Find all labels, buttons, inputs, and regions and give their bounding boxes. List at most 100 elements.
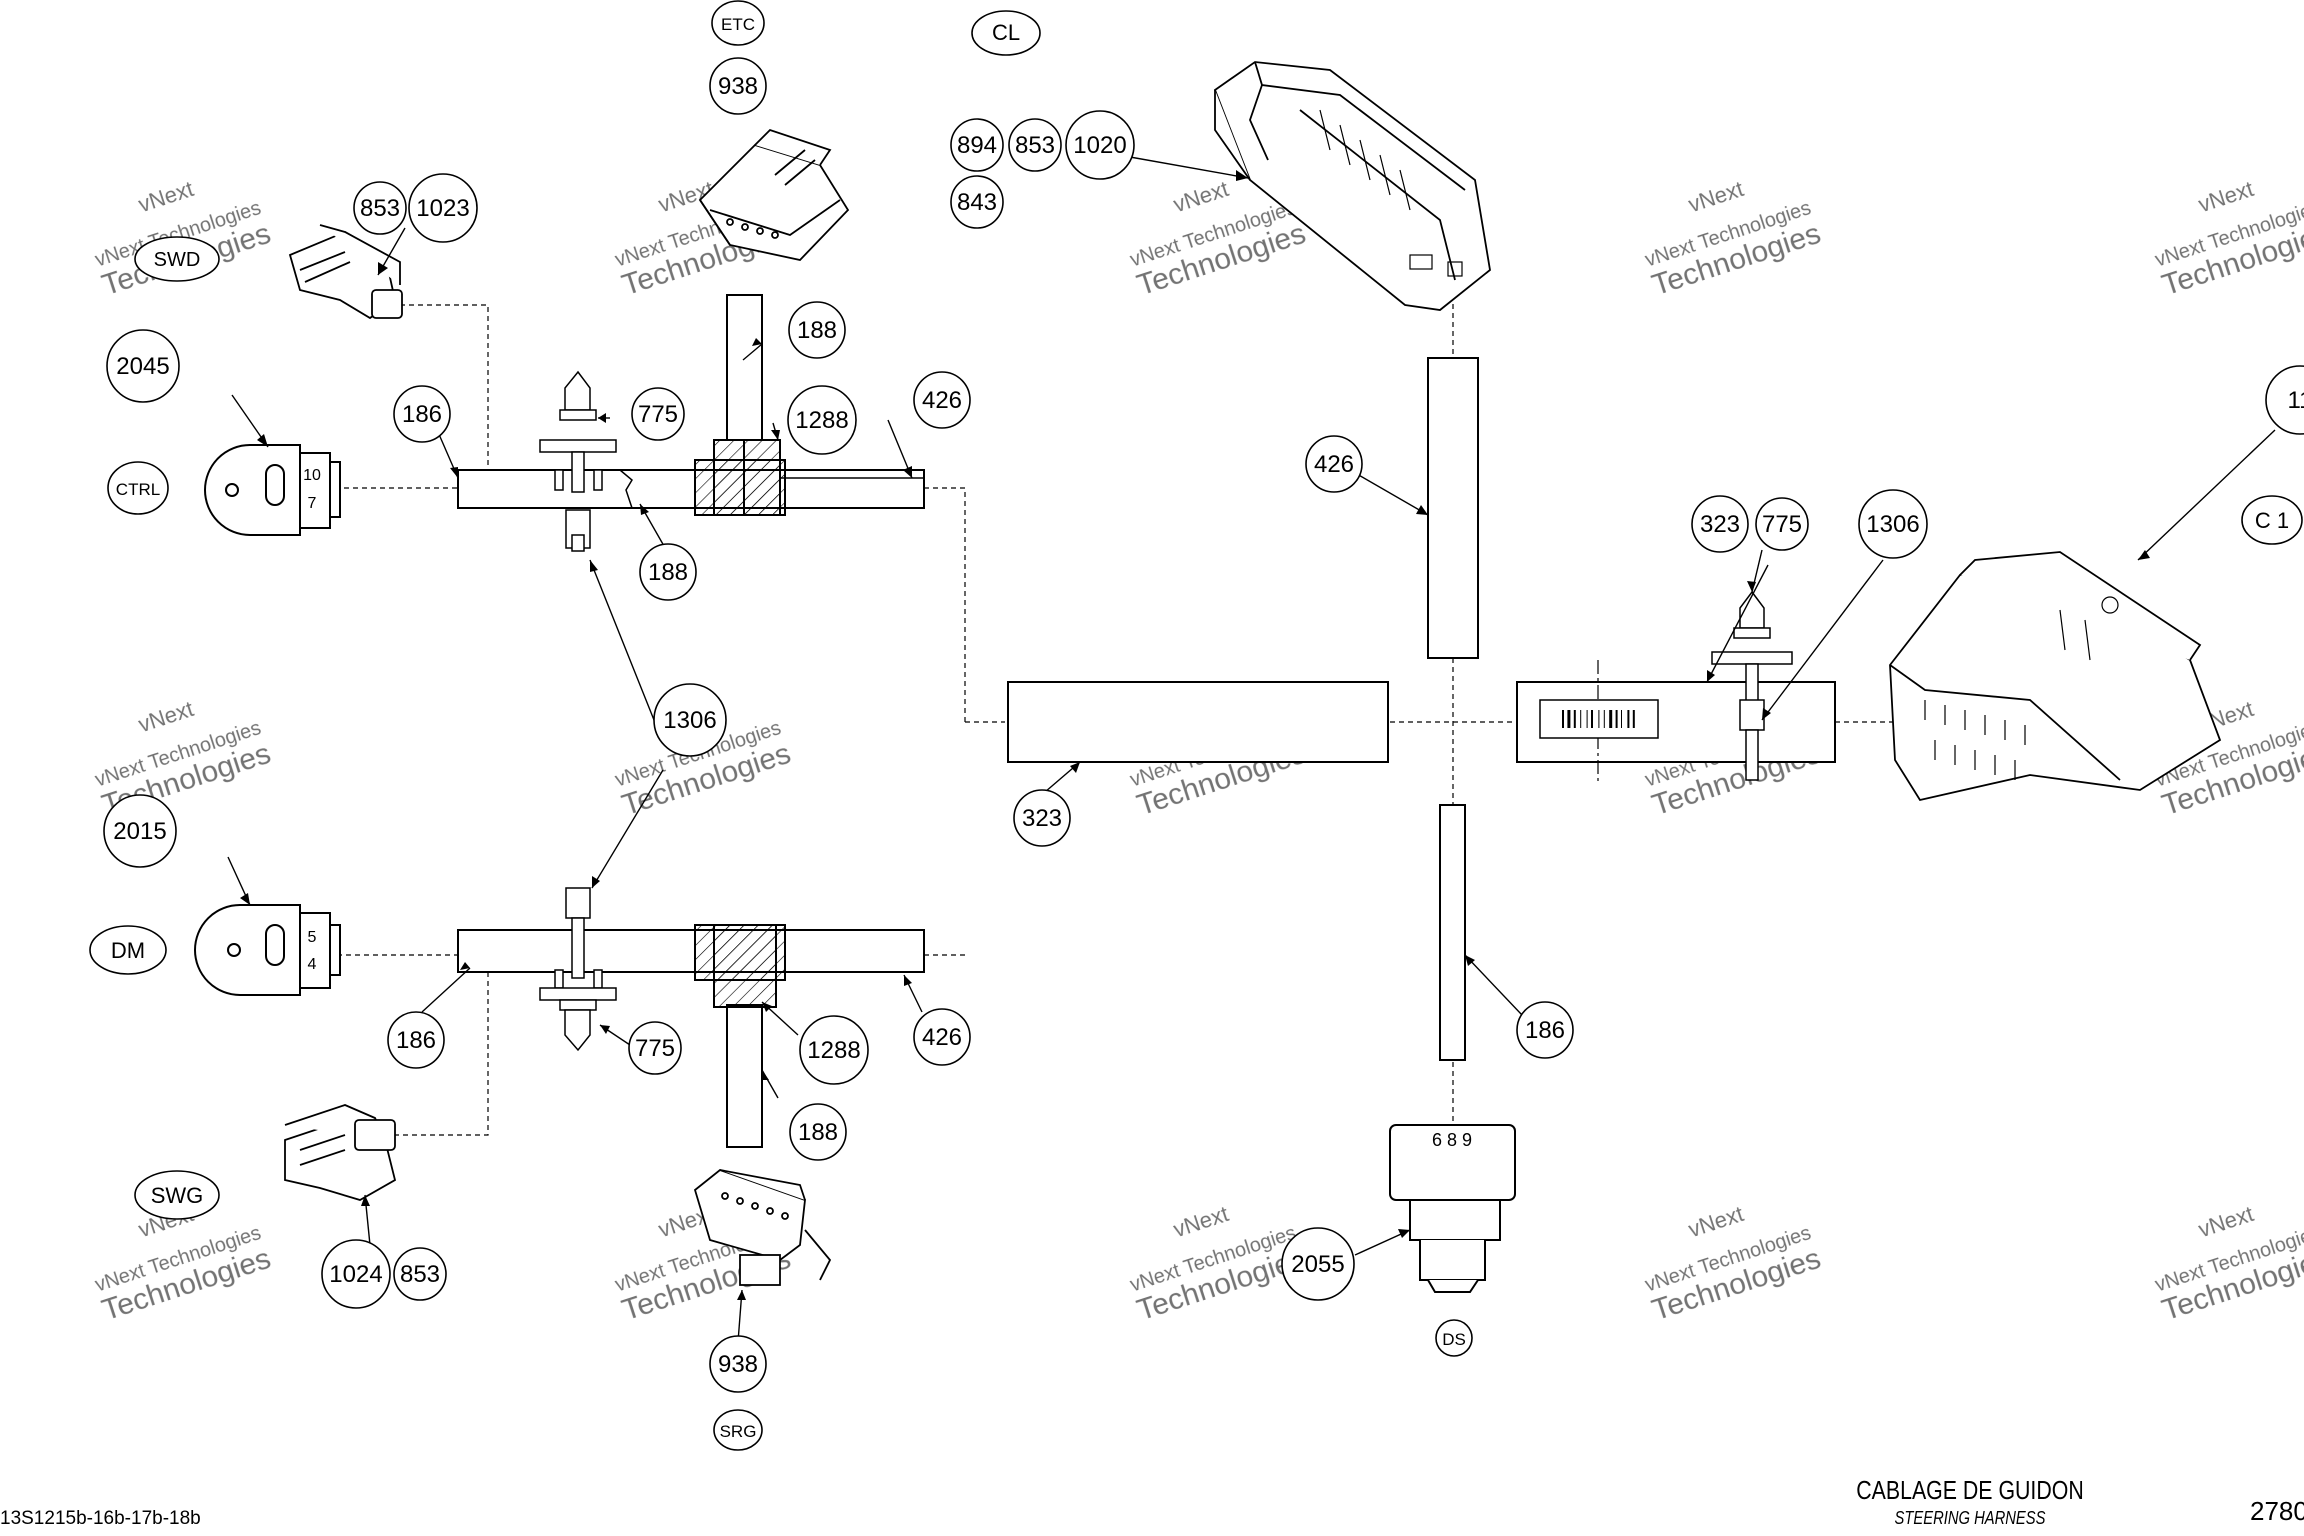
callout-number: 186 bbox=[396, 1027, 436, 1054]
callout-c853a: 853 bbox=[353, 181, 407, 235]
callout-number: 426 bbox=[922, 387, 962, 414]
callout-number: 1306 bbox=[663, 707, 716, 734]
callout-c186a: 186 bbox=[393, 385, 451, 443]
callout-number: 1306 bbox=[1866, 511, 1919, 538]
callout-number: 938 bbox=[718, 1351, 758, 1378]
ctrl-label: CTRL bbox=[116, 480, 160, 499]
callout-c1288b: 1288 bbox=[799, 1015, 869, 1085]
callout-number: 853 bbox=[360, 195, 400, 222]
t-junction-upper bbox=[694, 439, 786, 516]
swd-badge bbox=[134, 236, 220, 282]
arrow-heads bbox=[240, 170, 2150, 1300]
callout-c2055: 2055 bbox=[1281, 1227, 1355, 1301]
callout-circle bbox=[913, 371, 971, 429]
barcode-bar bbox=[1603, 710, 1605, 728]
ctrl-connector bbox=[204, 444, 341, 536]
callout-c323b: 323 bbox=[1691, 495, 1749, 553]
callout-number: 775 bbox=[635, 1035, 675, 1062]
dm-connector bbox=[194, 904, 341, 996]
callout-circle bbox=[393, 1247, 447, 1301]
callout-c1024: 1024 bbox=[321, 1239, 391, 1309]
dm-label: DM bbox=[111, 938, 145, 963]
cable-tie-upper-left bbox=[539, 370, 617, 552]
callout-number: 186 bbox=[402, 401, 442, 428]
callout-circle bbox=[1755, 497, 1809, 551]
callout-circle bbox=[393, 385, 451, 443]
callout-c1306a: 1306 bbox=[653, 683, 727, 757]
callout-c853b: 853 bbox=[393, 1247, 447, 1301]
pin-labels: 10 7 5 4 6 8 9 bbox=[303, 467, 1472, 1150]
callout-c775a: 775 bbox=[631, 387, 685, 441]
ds-label: DS bbox=[1442, 1330, 1466, 1349]
callout-circle bbox=[788, 301, 846, 359]
callout-circle bbox=[103, 794, 177, 868]
callout-circle bbox=[1858, 489, 1928, 559]
callout-number: 1288 bbox=[807, 1037, 860, 1064]
connector-badge-labels: SWD CTRL ETC CL DM SWG SRG DS C 1 bbox=[111, 15, 2289, 1441]
barcode-bar bbox=[1567, 710, 1571, 728]
callout-c1288a: 1288 bbox=[787, 385, 857, 455]
callout-c938a: 938 bbox=[709, 57, 767, 115]
callout-number: 188 bbox=[797, 317, 837, 344]
callout-c843: 843 bbox=[950, 175, 1004, 229]
callout-number: 1288 bbox=[795, 407, 848, 434]
watermark-vnext: vNext bbox=[2195, 1201, 2256, 1242]
barcode-bar bbox=[1598, 710, 1600, 728]
tubes bbox=[457, 294, 1836, 1148]
callout-circle bbox=[799, 1015, 869, 1085]
callout-number: 323 bbox=[1700, 511, 1740, 538]
callout-c188b: 188 bbox=[639, 543, 697, 601]
callout-number: 1023 bbox=[416, 195, 469, 222]
callout-circle bbox=[2265, 365, 2304, 435]
cl-connector bbox=[1213, 61, 1491, 311]
callout-c1306b: 1306 bbox=[1858, 489, 1928, 559]
etc-connector bbox=[698, 128, 850, 261]
etc-badge bbox=[711, 0, 765, 46]
callout-number: 323 bbox=[1022, 805, 1062, 832]
callout-c11: 11 bbox=[2265, 365, 2304, 435]
watermark-vnext: vNext bbox=[1685, 1201, 1746, 1242]
connector-badges bbox=[89, 0, 2303, 1451]
swg-badge bbox=[134, 1170, 220, 1220]
barcode-bar bbox=[1573, 710, 1576, 728]
barcode-label bbox=[1539, 699, 1659, 739]
callout-number: 188 bbox=[648, 559, 688, 586]
cable-tie-right bbox=[1711, 590, 1793, 781]
barcode-bar bbox=[1591, 710, 1593, 728]
watermark-vnext: vNext bbox=[135, 696, 196, 737]
callout-circle bbox=[639, 543, 697, 601]
barcode-bar bbox=[1627, 710, 1630, 728]
callout-circle bbox=[1691, 495, 1749, 553]
barcode-bar bbox=[1615, 710, 1618, 728]
callout-circle bbox=[709, 57, 767, 115]
callout-circle bbox=[631, 387, 685, 441]
callout-c426c: 426 bbox=[1305, 435, 1363, 493]
callout-circle bbox=[709, 1335, 767, 1393]
callout-circle bbox=[1281, 1227, 1355, 1301]
callout-c186c: 186 bbox=[1516, 1001, 1574, 1059]
callout-number: 426 bbox=[922, 1024, 962, 1051]
callout-circle bbox=[1013, 789, 1071, 847]
drawing-subtitle: STEERING HARNESS bbox=[1894, 1508, 2046, 1528]
callout-c894: 894 bbox=[950, 118, 1004, 172]
callout-c853c: 853 bbox=[1008, 118, 1062, 172]
callout-c186b: 186 bbox=[387, 1011, 445, 1069]
callout-circle bbox=[1065, 110, 1135, 180]
callout-circle bbox=[787, 385, 857, 455]
cable-tie-lower-left bbox=[539, 887, 617, 1052]
callout-circle bbox=[408, 173, 478, 243]
callout-c188c: 188 bbox=[789, 1103, 847, 1161]
callout-c323a: 323 bbox=[1013, 789, 1071, 847]
barcode-bar bbox=[1609, 710, 1613, 728]
srg-connector bbox=[693, 1168, 832, 1286]
callout-circle bbox=[913, 1008, 971, 1066]
callout-c775c: 775 bbox=[1755, 497, 1809, 551]
barcode-bar bbox=[1580, 710, 1582, 728]
swg-label: SWG bbox=[151, 1183, 204, 1208]
callout-circle bbox=[353, 181, 407, 235]
